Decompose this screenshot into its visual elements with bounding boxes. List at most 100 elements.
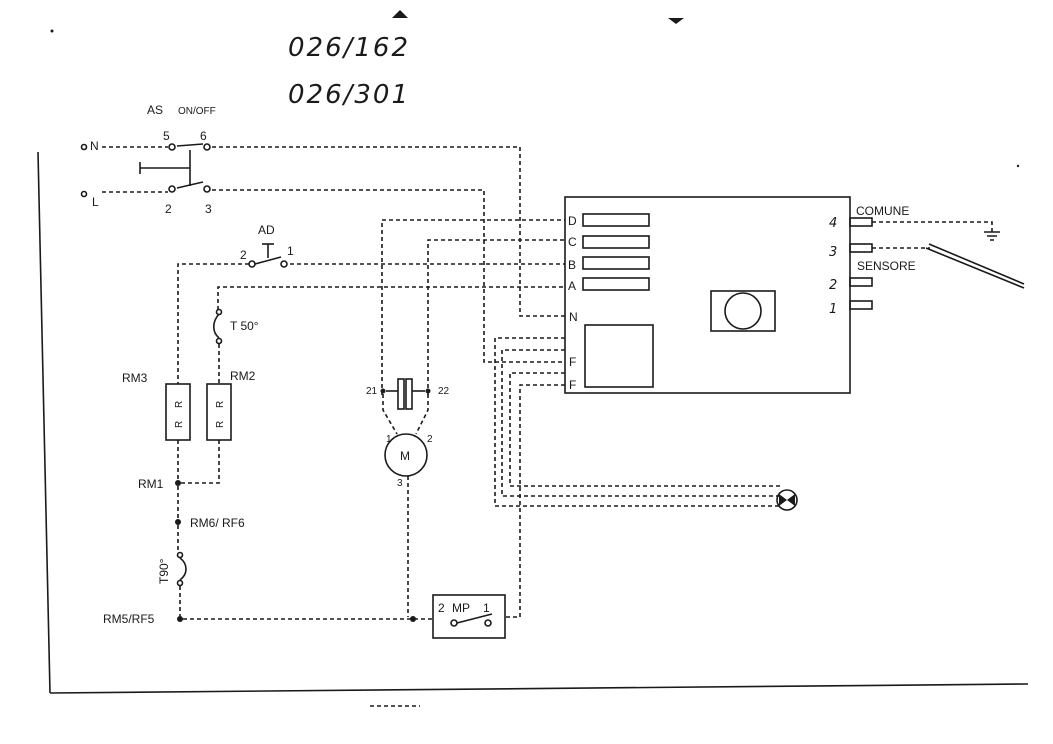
board-terminal-3: 3 xyxy=(829,245,837,260)
ad-switch-label: AD xyxy=(258,223,275,237)
board-terminal-f: F xyxy=(569,378,576,392)
capacitor-plate xyxy=(397,378,405,410)
as-contact xyxy=(203,143,211,151)
wire-rm2-rm1 xyxy=(178,440,220,484)
as-pin-5: 5 xyxy=(163,129,170,143)
motor-pin-3: 3 xyxy=(397,478,403,489)
rm5-label: RM5/RF5 xyxy=(103,612,155,626)
board-tab-4 xyxy=(849,217,873,227)
wire-lamp-2 xyxy=(501,349,782,497)
as-contact xyxy=(203,185,211,193)
handwritten-code-1: 026/162 xyxy=(288,33,410,63)
rm2-symbol: R xyxy=(215,401,226,408)
ad-contact xyxy=(280,260,288,268)
ad-pin-2: 2 xyxy=(240,248,247,262)
line-n-label: N xyxy=(90,139,99,153)
board-terminal-n: N xyxy=(569,310,578,324)
line-l-label: L xyxy=(92,195,99,209)
board-terminal-1: 1 xyxy=(829,302,837,317)
ad-pin-1: 1 xyxy=(287,244,294,258)
wire-lamp-1 xyxy=(494,337,782,507)
as-switch-label: AS xyxy=(147,103,163,117)
board-relay-c xyxy=(582,235,650,249)
ground-icon xyxy=(984,231,1000,241)
board-buzzer xyxy=(724,292,762,330)
rm2-resistor xyxy=(206,383,232,441)
rm3-label: RM3 xyxy=(122,371,148,385)
mp-contact xyxy=(450,619,458,627)
wire-cap-motor-1 xyxy=(382,394,398,435)
as-switch-sub: ON/OFF xyxy=(178,106,216,117)
t50-label: T 50° xyxy=(230,319,259,333)
lamp-icon xyxy=(776,489,798,511)
t50-contact xyxy=(215,308,223,316)
board-tab-1 xyxy=(849,300,873,310)
rm3-symbol: R xyxy=(174,421,185,428)
capacitor-terminal xyxy=(425,388,431,394)
rm2-label: RM2 xyxy=(230,369,256,383)
t50-thermostat-symbol xyxy=(212,313,220,339)
rm3-symbol: R xyxy=(174,401,185,408)
sensore-label: SENSORE xyxy=(857,259,916,273)
mark-triangle xyxy=(392,10,408,18)
as-pin-3: 3 xyxy=(205,202,212,216)
mp-switch-label: MP xyxy=(452,601,470,615)
t50-contact xyxy=(215,337,223,345)
t90-contact xyxy=(176,551,184,559)
wire-lamp-3 xyxy=(509,372,782,487)
board-tab-2 xyxy=(849,277,873,287)
motor-label: M xyxy=(400,449,410,463)
as-blade xyxy=(176,143,204,147)
lamp-cross xyxy=(779,494,795,506)
board-terminal-d: D xyxy=(568,214,577,228)
wire-to-n xyxy=(212,146,565,317)
mp-blade xyxy=(456,613,493,624)
board-buzzer-housing xyxy=(710,290,776,332)
rm6-label: RM6/ RF6 xyxy=(190,516,245,530)
mp-pin-1: 1 xyxy=(483,601,490,615)
stray-dot xyxy=(1016,164,1020,168)
motor-pin-1: 1 xyxy=(386,434,392,445)
rm5-node xyxy=(177,616,183,622)
wire-to-c xyxy=(427,239,565,395)
rm3-resistor xyxy=(165,383,191,441)
terminal-n xyxy=(80,143,88,151)
wire-ad-to-rm3 xyxy=(177,263,249,384)
mark-triangle xyxy=(668,18,684,24)
motor-pin-2: 2 xyxy=(427,434,433,445)
board-terminal-f: F xyxy=(569,355,576,369)
ad-blade xyxy=(254,256,282,265)
wire-to-d xyxy=(381,219,565,395)
board-relay-d xyxy=(582,213,650,227)
board-relay-b xyxy=(582,256,650,270)
ad-contact xyxy=(248,260,256,268)
as-pin-2: 2 xyxy=(165,202,172,216)
rm2-symbol: R xyxy=(215,421,226,428)
board-terminal-a: A xyxy=(568,279,576,293)
motor xyxy=(384,433,428,477)
mp-switch-box xyxy=(432,594,506,639)
frame-left-edge xyxy=(37,151,51,694)
capacitor-pin-22: 22 xyxy=(438,386,450,397)
handwritten-code-2: 026/301 xyxy=(288,80,410,110)
stray-dot xyxy=(50,29,54,33)
wire-to-a xyxy=(217,286,565,310)
motor-node xyxy=(410,616,416,622)
control-board xyxy=(564,196,851,394)
wire-to-mp xyxy=(506,384,565,618)
board-terminal-4: 4 xyxy=(829,216,837,231)
capacitor-plate xyxy=(405,378,413,410)
sensor-probe xyxy=(928,243,1025,285)
rm6-node xyxy=(175,519,181,525)
capacitor-terminal xyxy=(380,388,386,394)
mp-pin-2: 2 xyxy=(438,601,445,615)
board-tab-3 xyxy=(849,243,873,253)
wire-comune xyxy=(872,221,993,232)
board-terminal-2: 2 xyxy=(829,278,837,293)
board-relay-a xyxy=(582,277,650,291)
mp-contact xyxy=(484,619,492,627)
t90-thermostat-symbol xyxy=(179,557,187,581)
wire-cap-motor-2 xyxy=(415,394,429,435)
frame-bottom-edge xyxy=(49,683,1029,694)
